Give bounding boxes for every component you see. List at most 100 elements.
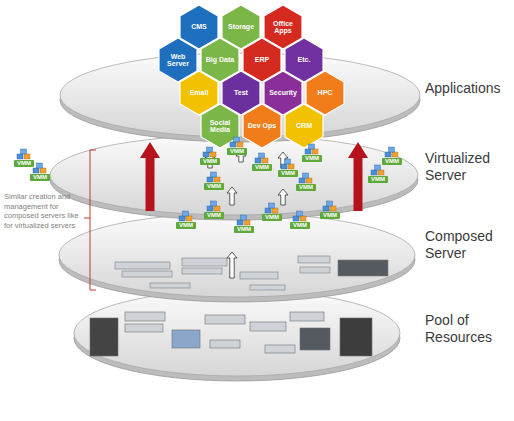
vm-cube — [389, 147, 395, 152]
vm-icon — [207, 172, 220, 182]
hexagon-outline — [201, 104, 239, 148]
disc-top — [59, 213, 415, 297]
rack-symbol — [340, 318, 372, 356]
vm-cube — [255, 158, 261, 163]
vm-cube — [378, 170, 384, 175]
vm-cube — [265, 208, 271, 213]
vm-cube — [323, 206, 329, 211]
vm-cube — [269, 203, 275, 208]
app-label: Social Media — [202, 104, 238, 148]
vm-cube — [203, 152, 209, 157]
server-symbol — [210, 340, 240, 348]
pool-hardware — [90, 312, 372, 356]
layer-label: Pool of Resources — [425, 312, 511, 346]
vm-cube — [281, 164, 287, 169]
vmm-label: VMM — [30, 174, 50, 181]
vm-icon — [385, 147, 398, 157]
vm-cube — [392, 152, 398, 157]
flow-arrow — [278, 152, 288, 168]
vm-cube — [300, 216, 306, 221]
vm-icon — [17, 149, 30, 159]
vm-icon — [299, 173, 312, 183]
vm-icon — [265, 203, 278, 213]
layer-disc: Virtualized Server — [45, 133, 514, 219]
blade-symbol — [150, 283, 190, 288]
vm-cube — [312, 149, 318, 154]
switch-symbol — [290, 312, 324, 321]
app-hexagon: CRM — [285, 104, 323, 148]
layer-label: Virtualized Server — [425, 150, 511, 184]
vm-cube — [183, 211, 189, 216]
app-hexagon: Social Media — [201, 104, 239, 148]
disc-top — [74, 290, 400, 376]
vm-icon — [293, 211, 306, 221]
vm-icon — [33, 163, 46, 173]
vm-icon — [255, 153, 268, 163]
vm-icon — [203, 147, 216, 157]
flow-arrow — [205, 152, 215, 168]
vm-cube — [288, 164, 294, 169]
vm-cube — [17, 154, 23, 159]
vm-cube — [375, 165, 381, 170]
vm-cube — [40, 168, 46, 173]
server-symbol — [125, 324, 163, 332]
rack-symbol — [90, 318, 118, 356]
vm-cube — [210, 152, 216, 157]
app-label: CRM — [286, 104, 322, 148]
vm-cube — [33, 168, 39, 173]
blade-symbol — [298, 256, 330, 263]
flow-arrow — [146, 158, 155, 211]
vm-cube — [186, 216, 192, 221]
vm-cube — [371, 170, 377, 175]
flow-arrow — [227, 252, 237, 278]
server-symbol — [205, 315, 245, 324]
flow-arrow — [354, 158, 363, 211]
vm-cube — [241, 215, 247, 220]
composed-hardware — [115, 256, 388, 290]
vm-cube — [293, 216, 299, 221]
vm-icon — [323, 201, 336, 211]
vm-cube — [179, 216, 185, 221]
vm-cube — [305, 149, 311, 154]
vm-icon — [207, 201, 220, 211]
flow-arrow — [227, 187, 237, 205]
vm-cube — [21, 149, 27, 154]
vm-cube — [24, 154, 30, 159]
vm-cube — [385, 152, 391, 157]
vm-cube — [234, 137, 240, 142]
flow-arrow — [236, 150, 246, 162]
vm-icon — [281, 159, 294, 169]
vm-cube — [309, 144, 315, 149]
vm-cube — [244, 220, 250, 225]
vm-cube — [207, 177, 213, 182]
vm-icon — [237, 215, 250, 225]
storage-symbol — [250, 322, 286, 331]
vm-cube — [207, 206, 213, 211]
vm-cube — [262, 158, 268, 163]
vm-cube — [297, 211, 303, 216]
blade-symbol — [182, 258, 227, 266]
blade-symbol — [250, 285, 285, 290]
storage-symbol — [265, 345, 295, 353]
blade-symbol — [182, 268, 222, 274]
vm-cube — [303, 173, 309, 178]
vm-cube — [214, 177, 220, 182]
vm-cube — [306, 178, 312, 183]
server-symbol — [338, 260, 388, 276]
vm-cube — [207, 147, 213, 152]
blade-symbol — [240, 272, 278, 279]
vm-cube — [299, 178, 305, 183]
vm-icon — [179, 211, 192, 221]
app-label: Dev Ops — [244, 104, 280, 148]
vm-icon — [305, 144, 318, 154]
vm-cube — [285, 159, 291, 164]
vm-cube — [211, 201, 217, 206]
disc-top — [60, 53, 420, 137]
group-bracket — [84, 150, 96, 290]
vmm-label: VMM — [14, 160, 34, 167]
server-symbol — [300, 328, 330, 350]
disc-top — [50, 135, 418, 215]
flow-arrow — [278, 189, 288, 205]
